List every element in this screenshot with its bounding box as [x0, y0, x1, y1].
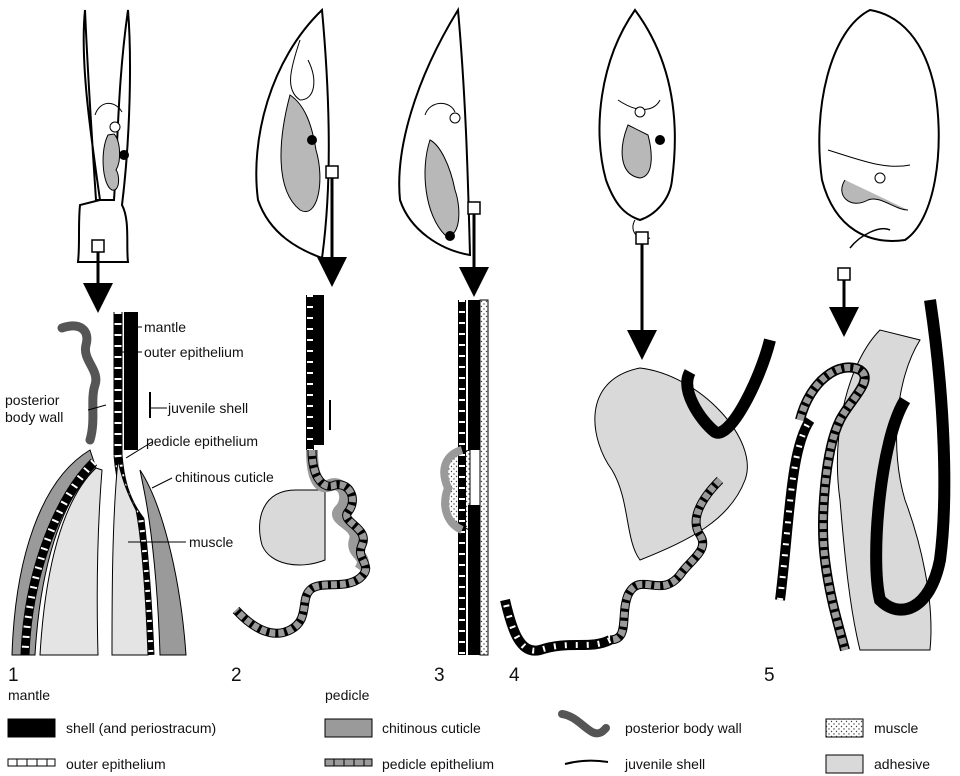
legend-swatch-outer-epithelium: [8, 759, 55, 766]
label-juvenile-shell: juvenile shell: [167, 400, 248, 416]
stage-number-5: 5: [764, 665, 775, 686]
stage-number-1: 1: [8, 665, 19, 686]
label-posterior-body-wall-2: body wall: [5, 409, 63, 425]
legend-swatch-chitinous-cuticle: [325, 719, 372, 737]
label-posterior-body-wall-1: posterior: [5, 392, 60, 408]
legend-swatch-muscle: [826, 719, 863, 737]
stage-2-detail: [236, 295, 366, 633]
stage-3-detail: [444, 300, 488, 655]
legend-label-juvenile-shell: juvenile shell: [624, 756, 705, 772]
legend-label-outer-epithelium: outer epithelium: [66, 756, 166, 772]
legend-label-chitinous-cuticle: chitinous cuticle: [382, 720, 481, 736]
legend-swatch-juvenile-shell: [565, 761, 608, 764]
stage-5-detail: [780, 300, 944, 650]
legend-swatch-posterior-body-wall: [562, 714, 606, 733]
legend-swatch-pedicle-epithelium: [325, 759, 372, 766]
legend-label-adhesive: adhesive: [874, 756, 930, 772]
stage-3-larva-outline: [399, 10, 480, 282]
stage-number-4: 4: [509, 665, 520, 686]
label-muscle: muscle: [189, 534, 234, 550]
stage-5-larva-outline: [819, 10, 938, 322]
legend: mantle pedicle shell (and periostracum) …: [8, 687, 930, 773]
label-outer-epithelium: outer epithelium: [144, 344, 244, 360]
label-pedicle-epithelium: pedicle epithelium: [146, 433, 258, 449]
legend-header-pedicle: pedicle: [325, 687, 370, 703]
stage-1-detail: [12, 312, 186, 655]
stage-1-larva-outline: [78, 10, 130, 298]
legend-label-posterior-body-wall: posterior body wall: [625, 720, 742, 736]
legend-label-muscle: muscle: [874, 720, 919, 736]
stage-2-larva-outline: [256, 10, 338, 272]
legend-label-shell: shell (and periostracum): [66, 720, 216, 736]
label-mantle: mantle: [144, 319, 186, 335]
legend-header-mantle: mantle: [8, 687, 50, 703]
legend-label-pedicle-epithelium: pedicle epithelium: [382, 756, 494, 772]
stage-4-larva-outline: [599, 10, 674, 345]
stage-4-detail: [505, 340, 770, 651]
stage-number-3: 3: [434, 665, 445, 686]
label-chitinous-cuticle: chitinous cuticle: [175, 469, 274, 485]
stage-number-2: 2: [231, 665, 242, 686]
legend-swatch-shell: [8, 719, 55, 737]
legend-swatch-adhesive: [826, 755, 863, 773]
posterior-body-wall-band: [62, 326, 96, 440]
